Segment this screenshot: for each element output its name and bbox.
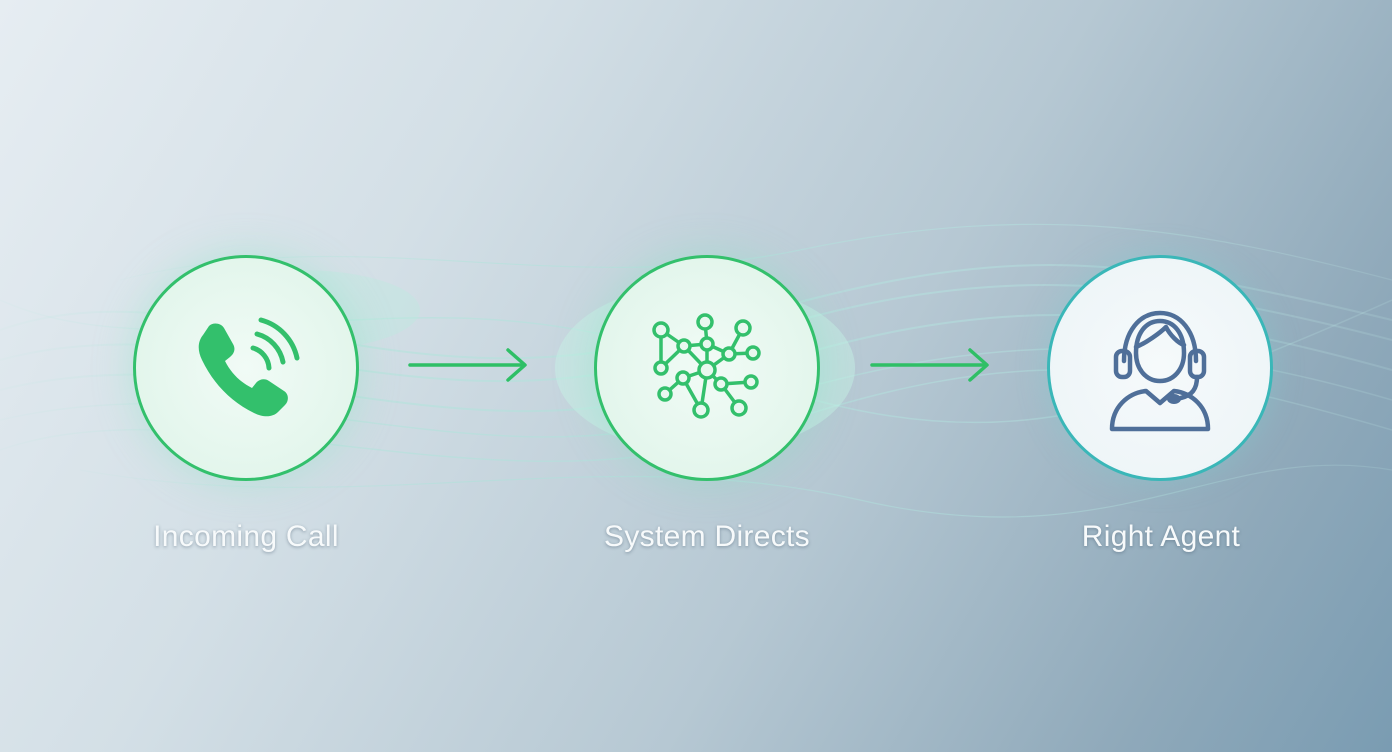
- arrow-right-icon: [870, 348, 989, 382]
- incoming-call-node: [133, 255, 359, 481]
- network-icon: [652, 313, 761, 419]
- step-label-right-agent: Right Agent: [1081, 520, 1241, 553]
- step-label-system-directs: System Directs: [604, 520, 810, 553]
- arrow-right-icon: [408, 348, 527, 382]
- phone-icon: [198, 317, 300, 417]
- step-label-incoming-call: Incoming Call: [153, 520, 339, 553]
- right-agent-node: [1047, 255, 1273, 481]
- agent-headset-icon: [1109, 310, 1211, 432]
- system-directs-node: [594, 255, 820, 481]
